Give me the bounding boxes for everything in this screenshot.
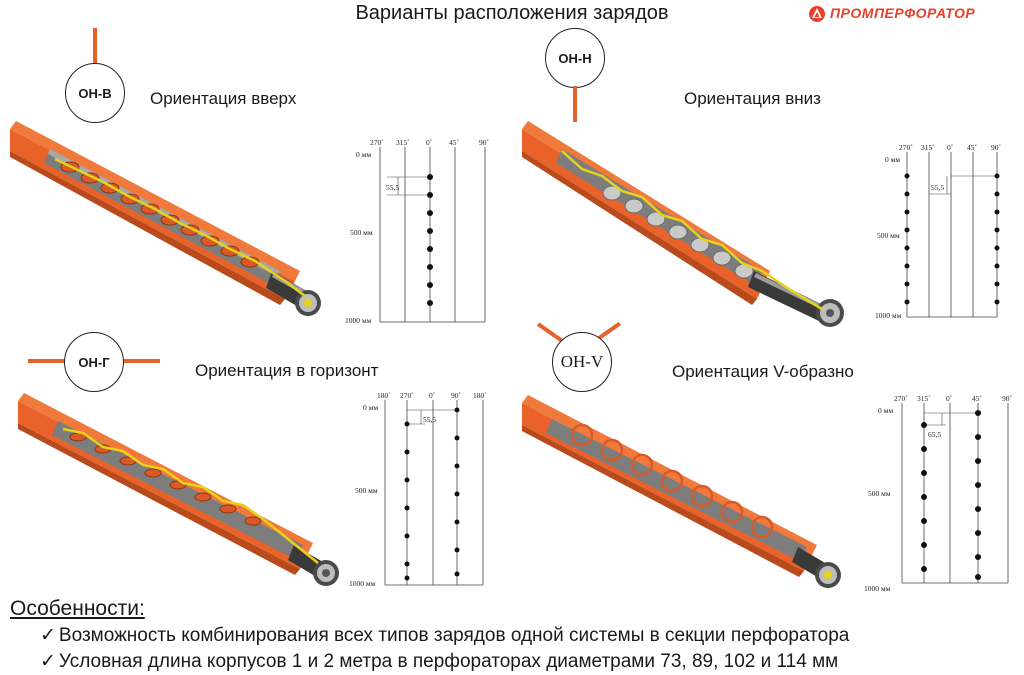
detonating-cord-icon [561, 150, 823, 311]
depth-label: 0 мм [878, 406, 893, 415]
depth-label: 1000 мм [864, 584, 891, 593]
spacing-label: 55,5 [931, 183, 944, 192]
angle-label: 270˚ [899, 143, 913, 152]
company-logo: ПРОМПЕРФОРАТОР [808, 3, 1018, 25]
angle-label: 90˚ [451, 391, 461, 400]
logo-icon [809, 6, 825, 22]
orientation-title: Ориентация V-образно [672, 362, 854, 381]
angle-label: 315˚ [396, 138, 410, 147]
angle-label: 90˚ [1002, 394, 1012, 403]
angle-label: 0˚ [426, 138, 432, 147]
spacing-label: 65,5 [928, 430, 941, 439]
depth-label: 500 мм [868, 489, 891, 498]
perforator-body-icon [522, 121, 844, 327]
orientation-icon-down: ОН-Н [542, 28, 612, 128]
detonating-cord-icon [62, 427, 319, 564]
feature-text: Условная длина корпусов 1 и 2 метра в пе… [58, 651, 839, 672]
orientation-badge: ОН-Г [64, 332, 124, 392]
depth-label: 1000 мм [345, 316, 372, 325]
orientation-title: Ориентация в горизонт [195, 361, 379, 380]
depth-label: 0 мм [356, 150, 371, 159]
perforator-body-icon [18, 393, 339, 586]
charges-icon [602, 185, 754, 279]
angle-label: 45˚ [449, 138, 459, 147]
angle-label: 45˚ [967, 143, 977, 152]
orientation-title: Ориентация вниз [684, 89, 821, 108]
quadrant-down: ОН-Н Ориентация вниз [512, 25, 1024, 327]
charge-dots [921, 410, 981, 580]
perforator-illustration [10, 121, 335, 326]
spacing-label: 55,5 [386, 183, 399, 192]
depth-label: 1000 мм [875, 311, 902, 320]
feature-text: Возможность комбинирования всех типов за… [58, 625, 850, 646]
angle-label: 180˚ [473, 391, 487, 400]
scheme-grid: 270˚ 315˚ 0˚ 45˚ 90˚ 0 мм 500 мм 1000 мм… [864, 394, 1012, 593]
scheme-grid: 180˚ 270˚ 0˚ 90˚ 180˚ 0 мм 500 мм 1000 м… [349, 391, 487, 588]
orientation-badge: OH-V [552, 332, 612, 392]
features-heading: Особенности: [10, 597, 145, 620]
quadrant-v: OH-V Ориентация V-образно [512, 310, 1024, 595]
quadrant-horizontal: ОН-Г Ориентация в горизонт [0, 325, 512, 595]
orientation-badge: ОН-В [65, 63, 125, 123]
scheme-grid: 270˚ 315˚ 0˚ 45˚ 90˚ 0 мм 500 мм 1000 мм… [345, 138, 489, 325]
orientation-ray-icon [93, 28, 97, 64]
spacing-label: 55,5 [423, 415, 436, 424]
angle-label: 270˚ [370, 138, 384, 147]
depth-label: 500 мм [877, 231, 900, 240]
angle-label: 270˚ [400, 391, 414, 400]
angle-label: 270˚ [894, 394, 908, 403]
perforator-body-icon [522, 395, 841, 588]
angle-label: 90˚ [991, 143, 1001, 152]
charge-dots [404, 407, 460, 581]
depth-label: 1000 мм [349, 579, 376, 588]
charge-scheme-v: 270˚ 315˚ 0˚ 45˚ 90˚ 0 мм 500 мм 1000 мм… [862, 393, 1024, 593]
page-title: Варианты расположения зарядов [355, 2, 669, 24]
angle-label: 315˚ [921, 143, 935, 152]
depth-label: 500 мм [350, 228, 373, 237]
angle-label: 0˚ [946, 394, 952, 403]
orientation-icon-up: ОН-В [60, 28, 130, 128]
angle-label: 315˚ [917, 394, 931, 403]
charge-scheme-horizontal: 180˚ 270˚ 0˚ 90˚ 180˚ 0 мм 500 мм 1000 м… [345, 390, 495, 590]
charges-icon [60, 161, 260, 268]
depth-label: 500 мм [355, 486, 378, 495]
angle-label: 180˚ [377, 391, 391, 400]
charge-scheme-up: 270˚ 315˚ 0˚ 45˚ 90˚ 0 мм 500 мм 1000 мм… [340, 137, 510, 327]
orientation-icon-horizontal: ОН-Г [28, 328, 163, 394]
angle-label: 0˚ [429, 391, 435, 400]
orientation-ray-icon [124, 359, 160, 363]
depth-label: 0 мм [885, 155, 900, 164]
checkmark-icon: ✓ [40, 625, 56, 646]
charge-dots [427, 174, 433, 306]
perforator-illustration [18, 393, 348, 593]
charge-dots [904, 173, 1000, 305]
logo-text: ПРОМПЕРФОРАТОР [830, 5, 976, 21]
orientation-ray-icon [573, 86, 577, 122]
detonating-cord-icon [54, 157, 306, 297]
angle-label: 45˚ [972, 394, 982, 403]
perforator-illustration [522, 395, 852, 595]
feature-item: ✓Условная длина корпусов 1 и 2 метра в п… [40, 650, 838, 673]
feature-item: ✓Возможность комбинирования всех типов з… [40, 624, 849, 647]
orientation-badge: ОН-Н [545, 28, 605, 88]
perforator-illustration [522, 121, 857, 331]
quadrant-up: ОН-В Ориентация вверх [0, 25, 512, 325]
scheme-grid: 270˚ 315˚ 0˚ 45˚ 90˚ 0 мм 500 мм 1000 мм… [875, 143, 1001, 320]
orientation-ray-icon [28, 359, 64, 363]
depth-label: 0 мм [363, 403, 378, 412]
orientation-icon-v: OH-V [530, 310, 634, 392]
angle-label: 90˚ [479, 138, 489, 147]
orientation-title: Ориентация вверх [150, 89, 297, 108]
charge-scheme-down: 270˚ 315˚ 0˚ 45˚ 90˚ 0 мм 500 мм 1000 мм… [867, 142, 1024, 327]
checkmark-icon: ✓ [40, 651, 56, 672]
charges-icon [570, 423, 774, 539]
angle-label: 0˚ [947, 143, 953, 152]
